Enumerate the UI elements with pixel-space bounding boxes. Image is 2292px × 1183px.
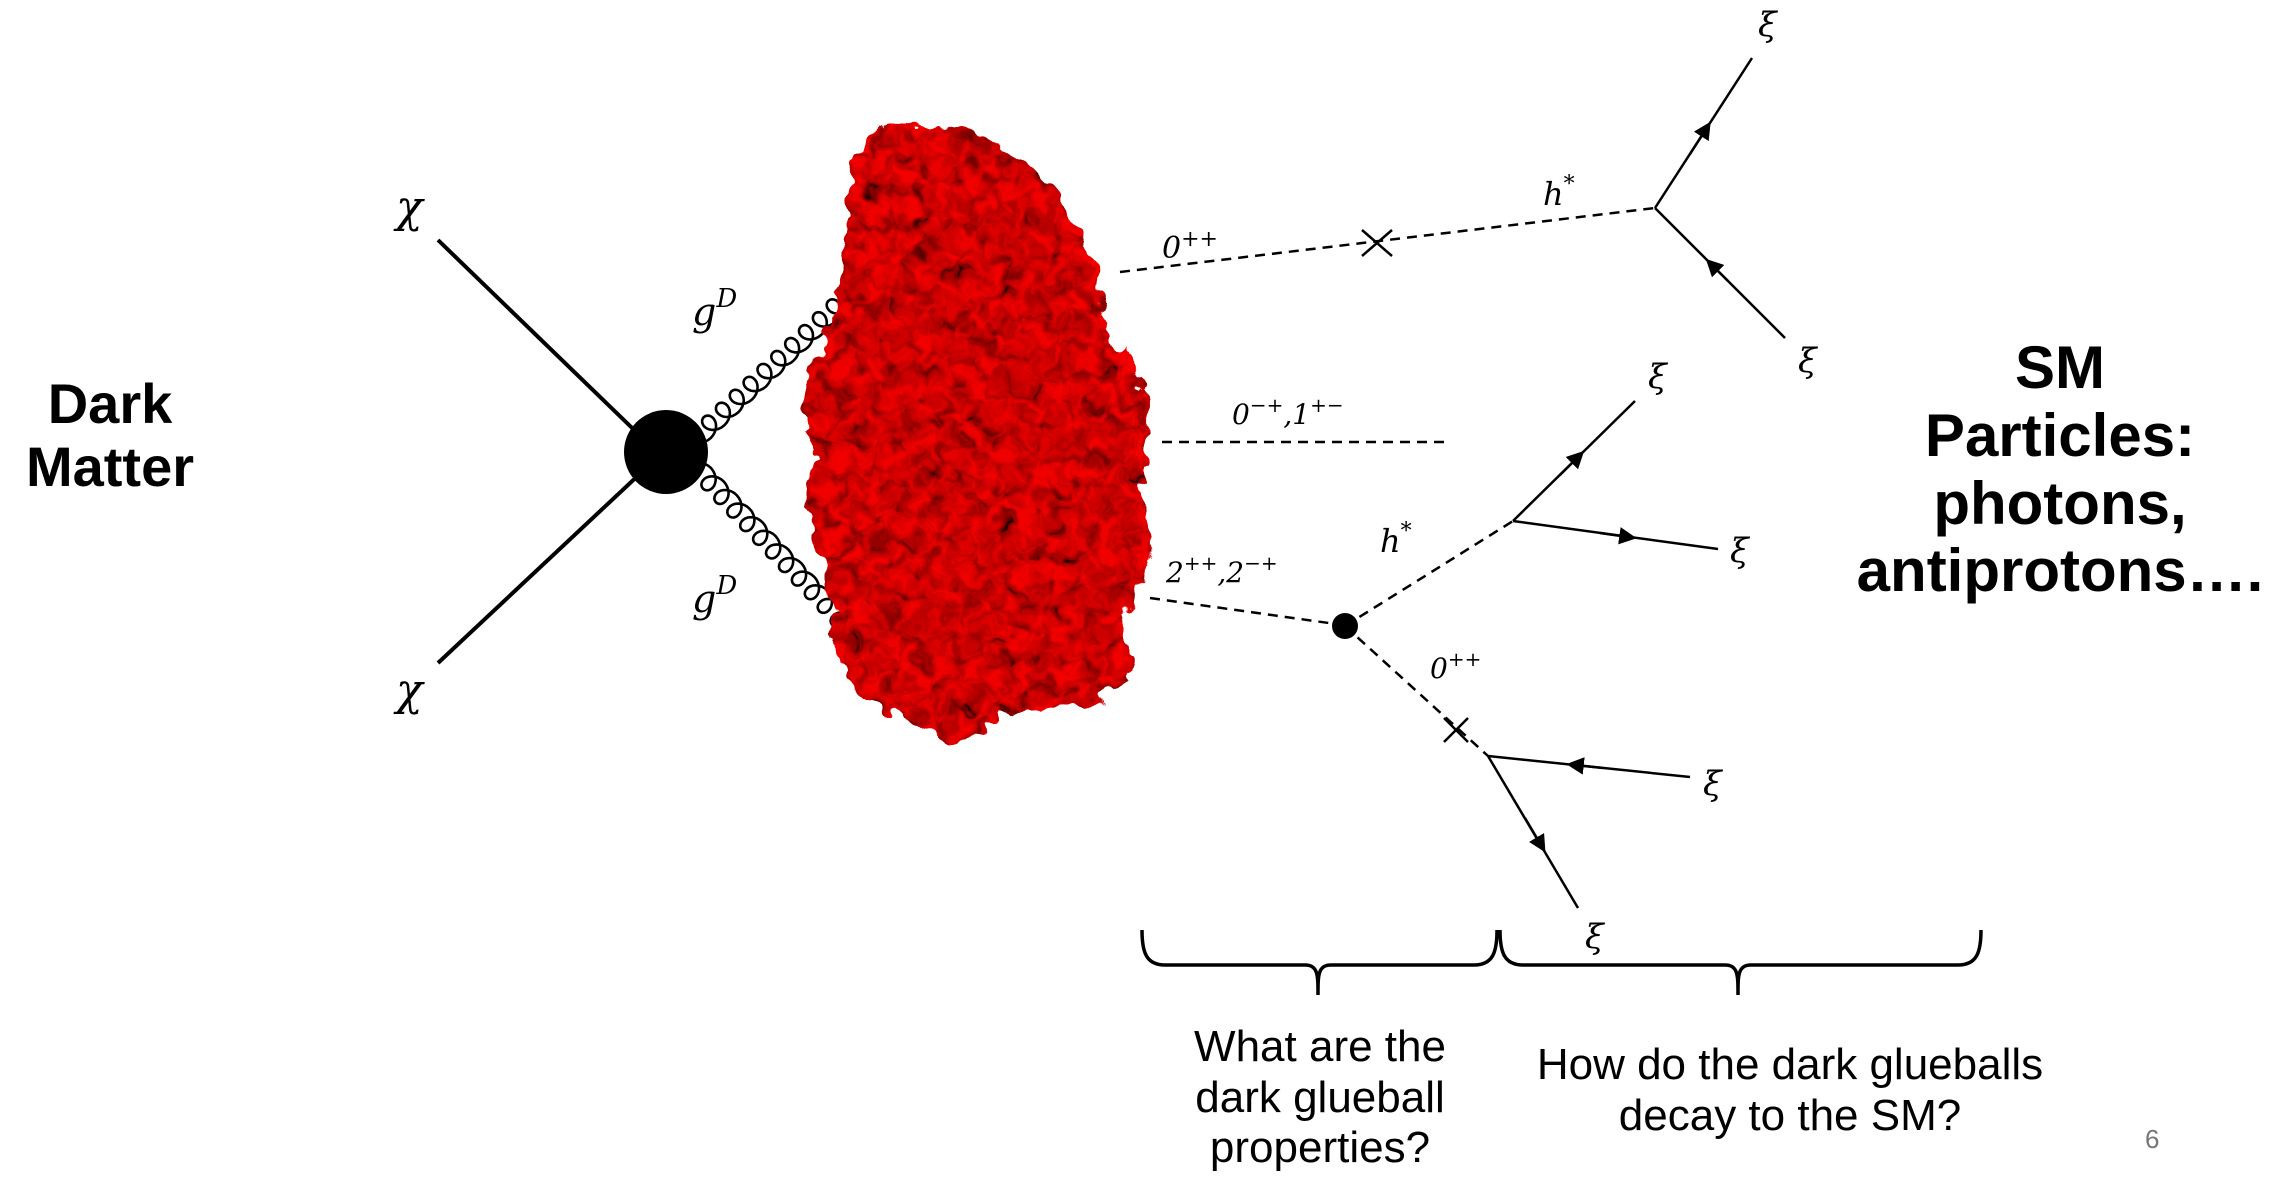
chi-line-upper bbox=[436, 238, 662, 457]
page-number: 6 bbox=[2145, 1124, 2160, 1154]
glueball-lower-label: 2++,2−+ bbox=[1165, 551, 1278, 589]
chi-label-upper: χ bbox=[393, 182, 425, 233]
glueball-1pm-base: 1 bbox=[1292, 398, 1310, 431]
higgs-lower-sup: * bbox=[1401, 519, 1412, 544]
xi-label-4: ξ bbox=[1730, 531, 1751, 571]
glueball-lower-line bbox=[1149, 596, 1344, 627]
glueball-2pp-sup: ++ bbox=[1184, 551, 1218, 575]
scalar-0pp-base: 0 bbox=[1162, 231, 1181, 266]
dark-matter-title-line2: Matter bbox=[25, 435, 195, 499]
chi-label-lower: χ bbox=[393, 665, 425, 716]
glueball-0m-sup: −+ bbox=[1250, 393, 1284, 417]
chi-line-lower bbox=[436, 453, 662, 665]
scalar-lower-label: 0++ bbox=[1430, 647, 1481, 685]
blob-texture bbox=[807, 124, 1151, 741]
glueball-middle-label: 0−+,1+− bbox=[1232, 393, 1344, 431]
gluon-label-lower-base: g bbox=[692, 577, 716, 621]
higgs-top-sup: * bbox=[1564, 172, 1575, 197]
question-decay-line2: decay to the SM? bbox=[1618, 1090, 1962, 1140]
glueball-1pm-sup: +− bbox=[1310, 393, 1344, 417]
sm-particles-title-line4: antiprotons…. bbox=[1856, 537, 2264, 605]
sm-particles-title-line1: SM bbox=[2015, 334, 2105, 401]
xi-label-2: ξ bbox=[1798, 341, 1819, 381]
sm-particles-title-line3: photons, bbox=[1933, 469, 2187, 537]
question-properties: What are the dark glueball properties? bbox=[1145, 1022, 1495, 1174]
xi-label-6: ξ bbox=[1585, 917, 1606, 957]
scalar-lower-line bbox=[1344, 625, 1489, 757]
higgs-label-lower: h* bbox=[1380, 519, 1412, 560]
brace-properties bbox=[1140, 929, 1499, 996]
glueball-2mp-base: 2 bbox=[1225, 556, 1244, 589]
glueball-0m-base: 0 bbox=[1232, 398, 1250, 431]
fermion-bottom-out-arrow bbox=[1523, 817, 1546, 853]
glueball-2pp-base: 2 bbox=[1165, 556, 1184, 589]
gluon-label-upper: gD bbox=[692, 284, 737, 334]
scalar-0pp-sup: ++ bbox=[1181, 227, 1218, 252]
gluon-label-lower-sup: D bbox=[715, 571, 737, 601]
scalar-lower-sup: ++ bbox=[1448, 647, 1482, 671]
scalar-lower-base: 0 bbox=[1430, 652, 1448, 685]
gluon-label-upper-sup: D bbox=[715, 284, 737, 314]
mixing-cross-top bbox=[1361, 229, 1393, 257]
glueball-2mp-sup: −+ bbox=[1244, 551, 1278, 575]
dark-matter-title: Dark Matter bbox=[0, 372, 220, 499]
higgs-top-base: h bbox=[1543, 175, 1564, 213]
higgs-lower-base: h bbox=[1380, 522, 1401, 560]
question-decay-line1: How do the dark glueballs bbox=[1536, 1040, 2044, 1089]
fermion-bottom-in-arrow bbox=[1566, 757, 1604, 775]
glueball-middle-sep: , bbox=[1283, 398, 1292, 431]
sm-particles-title: SM Particles: photons, antiprotons…. bbox=[1830, 334, 2290, 605]
brace-decay bbox=[1498, 929, 1983, 996]
sm-particles-title-line2: Particles: bbox=[1924, 401, 2196, 469]
fermion-top-in-arrow bbox=[1705, 258, 1729, 282]
fermion-top-out-arrow bbox=[1688, 121, 1711, 155]
xi-label-1: ξ bbox=[1758, 5, 1779, 45]
question-properties-line1: What are the bbox=[1194, 1022, 1446, 1071]
gluon-label-lower: gD bbox=[692, 571, 737, 621]
fermion-mid-out-up-arrow bbox=[1559, 450, 1585, 476]
question-properties-line2: dark glueball bbox=[1195, 1072, 1445, 1122]
interaction-vertex bbox=[624, 410, 708, 494]
dark-matter-title-line1: Dark bbox=[47, 372, 173, 435]
gluon-label-upper-base: g bbox=[692, 290, 716, 334]
blob-texture-shape bbox=[807, 124, 1151, 741]
mixing-cross-bottom bbox=[1443, 717, 1469, 743]
fermion-mid-out-right-arrow bbox=[1599, 527, 1637, 545]
higgs-line-lower bbox=[1344, 519, 1514, 628]
glueball-lower-sep: , bbox=[1217, 556, 1226, 589]
xi-label-5: ξ bbox=[1703, 764, 1724, 804]
scalar-0pp-label: 0++ bbox=[1162, 227, 1218, 266]
higgs-label-top: h* bbox=[1543, 172, 1575, 213]
scalar-0pp-line bbox=[1119, 206, 1656, 274]
question-decay: How do the dark glueballs decay to the S… bbox=[1480, 1040, 2100, 1141]
question-properties-line3: properties? bbox=[1209, 1123, 1431, 1173]
xi-label-3: ξ bbox=[1648, 357, 1669, 397]
